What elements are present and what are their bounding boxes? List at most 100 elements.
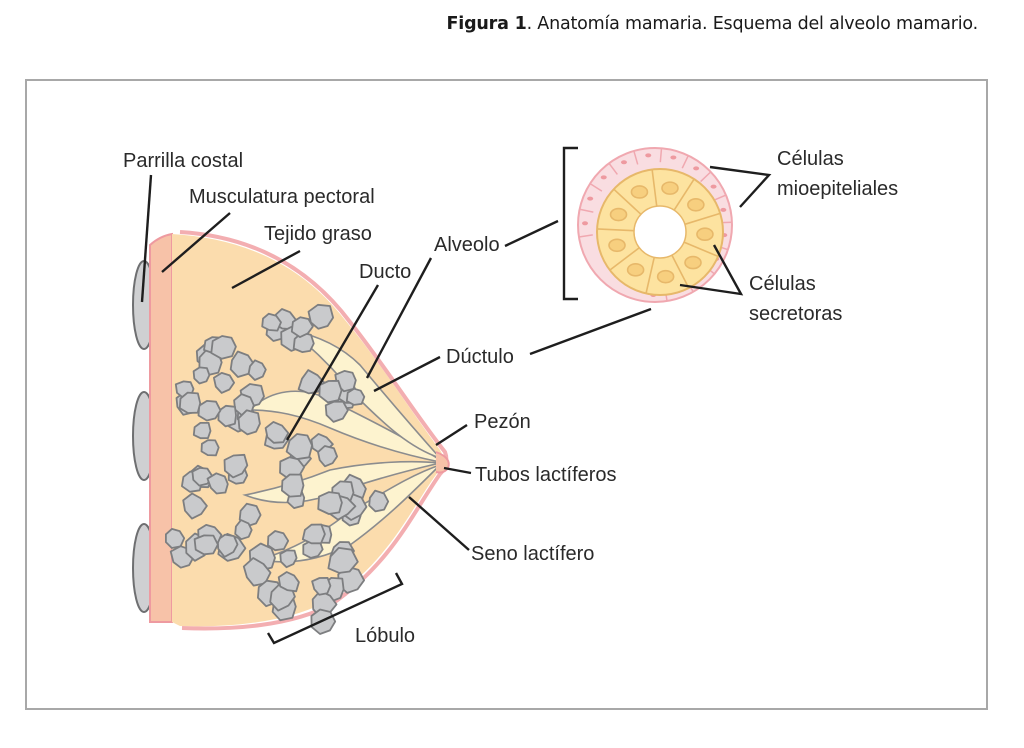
leader-tejido [231, 249, 301, 290]
label-musculatura-pectoral: Musculatura pectoral [189, 186, 375, 208]
lobule-alveolus [292, 331, 315, 354]
lobule-alveolus [290, 316, 314, 339]
secretory-nucleus [626, 263, 645, 277]
secretory-nucleus [608, 238, 626, 253]
lobule-alveolus [368, 489, 390, 513]
lobule-alveolus [310, 608, 337, 635]
leader-ducto [285, 284, 380, 441]
lobule-alveolus [206, 472, 229, 495]
lobule-alveolus [280, 473, 305, 498]
myoepithelial-cell-border [578, 234, 593, 238]
label-tubos-lactiferos: Tubos lactíferos [475, 464, 617, 486]
lobule-alveolus [261, 312, 282, 332]
myoepithelial-nucleus [670, 155, 677, 160]
lobule-alveolus [210, 335, 237, 360]
myoepithelial-nucleus [582, 221, 589, 226]
myoepithelial-cell-border [633, 150, 639, 165]
leader-mioepiteliales [709, 165, 772, 208]
lobule-alveolus [345, 387, 366, 406]
label-ducto: Ducto [359, 261, 411, 283]
lobule-alveolus [311, 577, 332, 596]
myoepithelial-nucleus [620, 160, 627, 165]
alveolus-detail [577, 147, 733, 303]
lobule-alveolus [318, 379, 343, 404]
lobule-alveolus [223, 453, 249, 479]
label-celulas-mioepiteliales-2: mioepiteliales [777, 178, 898, 200]
leader-lines [140, 165, 772, 551]
leader-ductulo-detail [529, 307, 652, 356]
label-tejido-graso: Tejido graso [264, 223, 372, 245]
alveolus-bracket [562, 146, 578, 301]
lobule-alveolus [264, 420, 290, 444]
leader-alveolo-detail [504, 219, 559, 248]
lobule-alveolus [317, 491, 343, 515]
label-lobulo: Lóbulo [355, 625, 415, 647]
lobule-alveolus [317, 445, 339, 468]
myoepithelial-nucleus [720, 207, 727, 212]
lobule-alveolus [192, 421, 212, 440]
secretory-cell-border [684, 212, 721, 226]
alveolar-lumen [633, 205, 687, 259]
label-celulas-mioepiteliales-1: Células [777, 148, 844, 170]
lobule-alveolus [307, 303, 335, 330]
myoepithelial-cell-border [681, 155, 689, 169]
leader-pezon [435, 423, 468, 447]
myoepithelial-cell-border [608, 162, 618, 175]
label-seno-lactifero: Seno lactífero [471, 543, 594, 565]
myoepithelial-nucleus [645, 153, 652, 158]
lobule-alveolus [327, 547, 359, 574]
labels: Parrilla costal Musculatura pectoral Tej… [123, 148, 898, 647]
lobule-alveolus [191, 466, 214, 487]
leader-tubos [443, 466, 472, 475]
secretory-cell-border [673, 178, 695, 211]
lobules [164, 303, 390, 635]
lobule-alveolus [178, 391, 202, 414]
figure-caption: Figura 1. Anatomía mamaria. Esquema del … [447, 14, 979, 34]
lobule-alveolus [234, 519, 253, 541]
secretory-cell-border [683, 241, 719, 258]
myoepithelial-nucleus [693, 166, 700, 171]
lobule-alveolus [237, 409, 261, 436]
myoepithelial-nucleus [600, 175, 607, 180]
myoepithelial-cell-border [700, 171, 712, 183]
lobule-alveolus [182, 492, 208, 520]
lobule-alveolus [277, 571, 300, 593]
secretory-cell-border [651, 169, 658, 207]
lobule-alveolus [279, 549, 298, 569]
lobule-alveolus [212, 371, 236, 394]
lobule-alveolus [193, 534, 219, 556]
pectoral-muscle [149, 232, 173, 623]
secretory-cell-border [645, 257, 656, 294]
label-parrilla-costal: Parrilla costal [123, 150, 243, 172]
lobule-alveolus [192, 366, 211, 385]
label-celulas-secretoras-2: secretoras [749, 303, 842, 325]
secretory-nucleus [661, 181, 679, 195]
figure-frame [25, 79, 988, 710]
secretory-nucleus [656, 269, 675, 284]
myoepithelial-cell-border [659, 148, 663, 163]
leader-ductulo [373, 355, 441, 393]
secretory-nucleus [687, 198, 705, 212]
secretory-cell-border [671, 254, 690, 289]
secretory-cell-border [613, 188, 642, 215]
label-pezon: Pezón [474, 411, 531, 433]
figure-caption-text: . Anatomía mamaria. Esquema del alveolo … [526, 14, 979, 34]
label-celulas-secretoras-1: Células [749, 273, 816, 295]
secretory-nucleus [630, 185, 649, 199]
myoepithelial-nucleus [710, 184, 717, 189]
leader-alveolo-breast [365, 257, 433, 379]
secretory-nucleus [696, 227, 714, 242]
lobule-alveolus [247, 359, 267, 381]
leader-secretoras [679, 244, 744, 296]
lobule-alveolus [238, 502, 262, 528]
lobule-alveolus [217, 404, 237, 428]
secretory-cell-border [609, 247, 640, 271]
leader-musculatura [161, 212, 231, 273]
lobule-bracket [266, 572, 404, 645]
myoepithelial-cell-border [589, 182, 603, 192]
leader-parrilla [140, 174, 153, 303]
secretory-nucleus [609, 207, 628, 222]
lobule-alveolus [285, 433, 314, 461]
leader-seno [408, 496, 470, 551]
